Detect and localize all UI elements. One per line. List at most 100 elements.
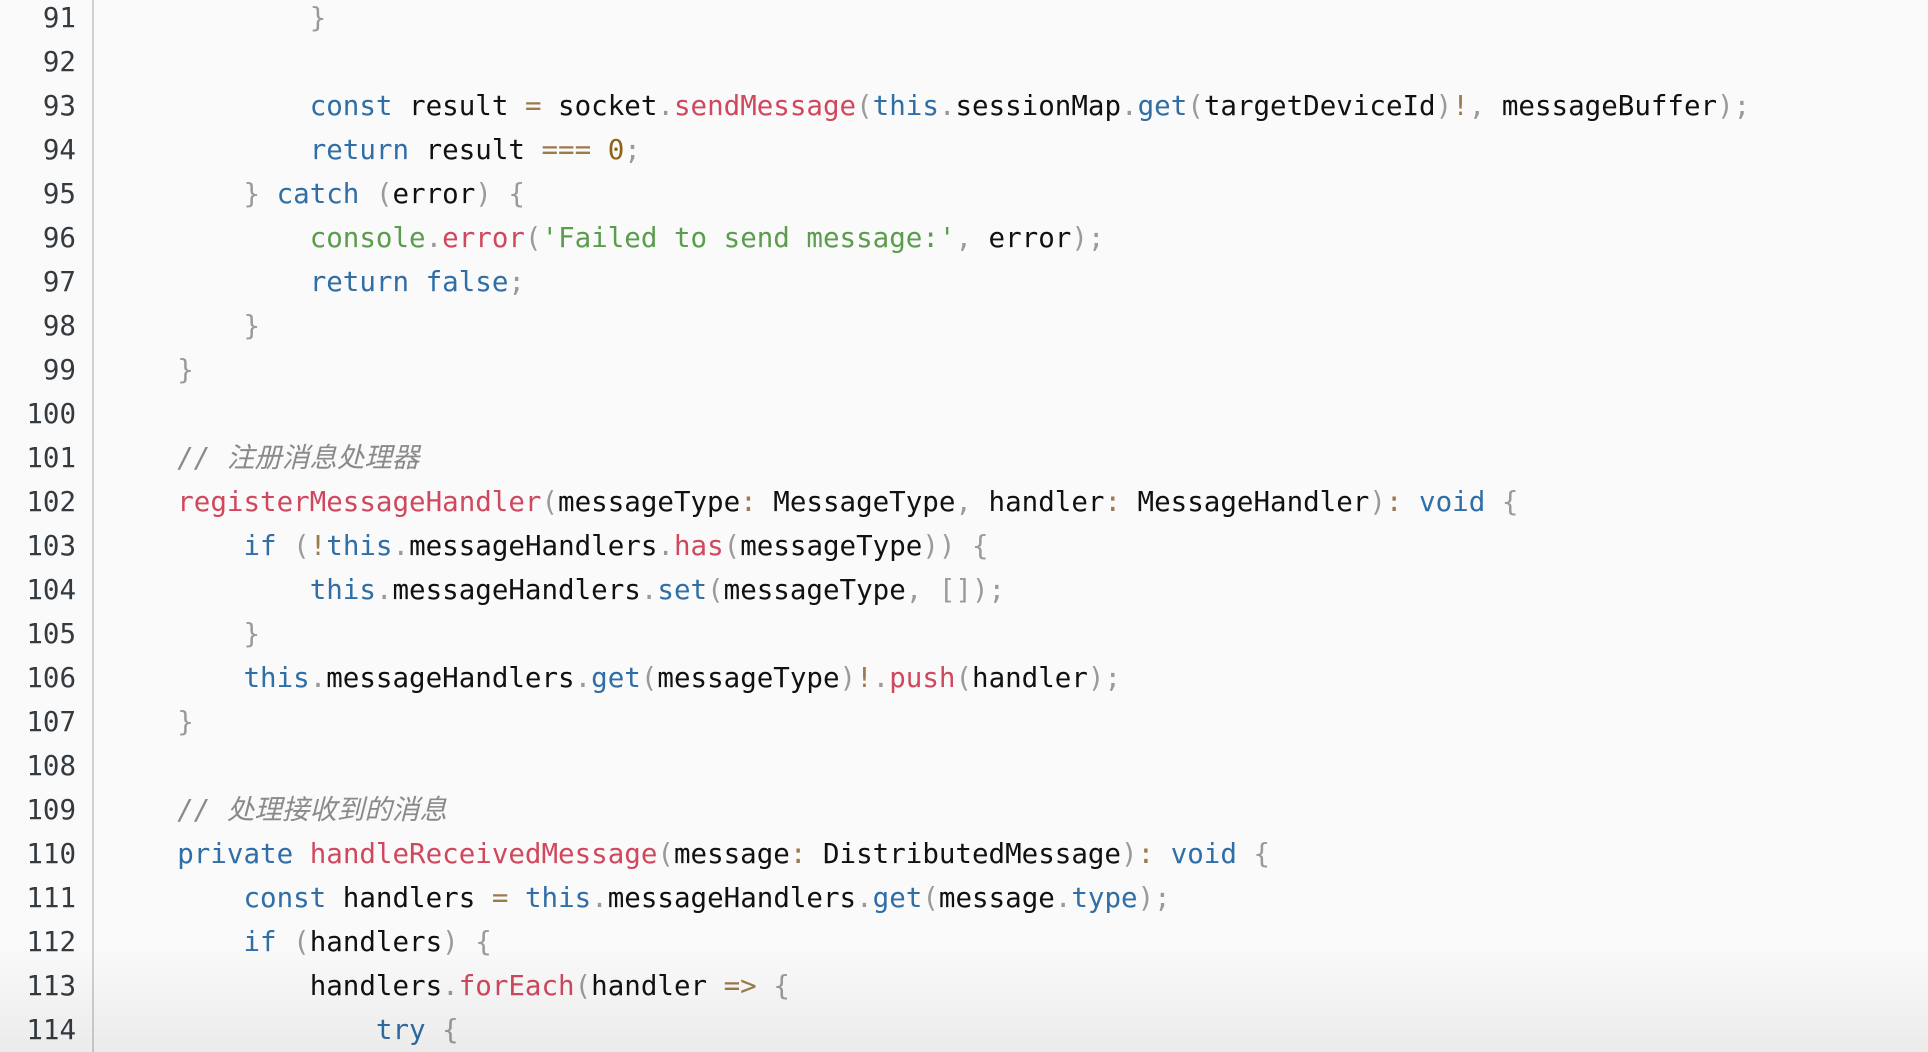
- code-token: .: [657, 530, 674, 562]
- code-token: [111, 706, 177, 738]
- line-code[interactable]: this.messageHandlers.set(messageType, []…: [111, 568, 1005, 612]
- code-token: ): [1369, 486, 1386, 518]
- code-line[interactable]: 103 if (!this.messageHandlers.has(messag…: [0, 524, 1928, 568]
- code-line[interactable]: 106 this.messageHandlers.get(messageType…: [0, 656, 1928, 700]
- code-token: .: [1121, 90, 1138, 122]
- code-token: [111, 442, 177, 474]
- code-token: [111, 486, 177, 518]
- line-code[interactable]: }: [111, 700, 194, 744]
- line-code[interactable]: console.error('Failed to send message:',…: [111, 216, 1105, 260]
- line-number: 107: [26, 706, 76, 738]
- code-token: {: [442, 1014, 459, 1046]
- code-line[interactable]: 109 // 处理接收到的消息: [0, 788, 1928, 832]
- line-code[interactable]: }: [111, 348, 194, 392]
- code-line[interactable]: 102 registerMessageHandler(messageType: …: [0, 480, 1928, 524]
- code-line[interactable]: 95 } catch (error) {: [0, 172, 1928, 216]
- code-token: ): [442, 926, 459, 958]
- code-token: .: [856, 882, 873, 914]
- code-token: ): [475, 178, 492, 210]
- code-line[interactable]: 97 return false;: [0, 260, 1928, 304]
- line-number: 114: [26, 1014, 76, 1046]
- line-code[interactable]: const result = socket.sendMessage(this.s…: [111, 84, 1751, 128]
- code-token: set: [657, 574, 708, 606]
- code-token: (: [856, 90, 873, 122]
- code-token: .: [574, 662, 592, 694]
- code-line[interactable]: 112 if (handlers) {: [0, 920, 1928, 964]
- line-code[interactable]: }: [111, 0, 327, 40]
- code-token: (: [922, 882, 939, 914]
- code-line[interactable]: 93 const result = socket.sendMessage(thi…: [0, 84, 1928, 128]
- line-code[interactable]: registerMessageHandler(messageType: Mess…: [111, 480, 1518, 524]
- code-token: [591, 134, 608, 166]
- code-token: .: [657, 90, 674, 122]
- code-token: result: [409, 134, 542, 166]
- line-code[interactable]: if (!this.messageHandlers.has(messageTyp…: [111, 524, 988, 568]
- code-token: [111, 926, 243, 958]
- code-token: , []);: [905, 574, 1006, 606]
- code-token: .: [591, 882, 608, 914]
- code-line[interactable]: 104 this.messageHandlers.set(messageType…: [0, 568, 1928, 612]
- line-code[interactable]: const handlers = this.messageHandlers.ge…: [111, 876, 1170, 920]
- code-token: [111, 310, 243, 342]
- code-line[interactable]: 105 }: [0, 612, 1928, 656]
- code-token: }: [243, 310, 261, 342]
- code-line[interactable]: 91 }: [0, 0, 1928, 40]
- code-token: catch: [276, 178, 360, 210]
- code-token: .: [309, 662, 327, 694]
- code-token: .: [375, 574, 393, 606]
- line-code[interactable]: this.messageHandlers.get(messageType)!.p…: [111, 656, 1121, 700]
- code-token: ===: [541, 134, 592, 166]
- code-line[interactable]: 99 }: [0, 348, 1928, 392]
- line-code[interactable]: // 注册消息处理器: [111, 436, 419, 480]
- code-token: }: [177, 354, 194, 386]
- line-number: 106: [26, 662, 76, 694]
- line-code[interactable]: private handleReceivedMessage(message: D…: [111, 832, 1270, 876]
- code-token: .: [872, 662, 890, 694]
- code-token: {: [475, 926, 492, 958]
- line-code[interactable]: return result === 0;: [111, 128, 641, 172]
- code-token: forEach: [458, 970, 575, 1002]
- line-code[interactable]: }: [111, 612, 260, 656]
- line-code[interactable]: if (handlers) {: [111, 920, 492, 964]
- code-token: [111, 794, 177, 826]
- line-code[interactable]: return false;: [111, 260, 525, 304]
- code-token: [1485, 486, 1502, 518]
- code-line[interactable]: 113 handlers.forEach(handler => {: [0, 964, 1928, 1008]
- gutter-divider: [92, 0, 94, 1052]
- code-token: void: [1419, 486, 1486, 518]
- code-token: ,: [955, 486, 972, 518]
- code-token: [111, 266, 310, 298]
- code-line[interactable]: 94 return result === 0;: [0, 128, 1928, 172]
- line-number: 103: [26, 530, 76, 562]
- code-line[interactable]: 111 const handlers = this.messageHandler…: [0, 876, 1928, 920]
- line-code[interactable]: }: [111, 304, 260, 348]
- line-code[interactable]: // 处理接收到的消息: [111, 788, 447, 832]
- line-code[interactable]: try {: [111, 1008, 459, 1052]
- code-token: (: [293, 926, 310, 958]
- code-line[interactable]: 107 }: [0, 700, 1928, 744]
- code-line[interactable]: 114 try {: [0, 1008, 1928, 1052]
- code-line[interactable]: 96 console.error('Failed to send message…: [0, 216, 1928, 260]
- code-token: =>: [723, 970, 757, 1002]
- code-line[interactable]: 101 // 注册消息处理器: [0, 436, 1928, 480]
- code-line[interactable]: 98 }: [0, 304, 1928, 348]
- line-code[interactable]: handlers.forEach(handler => {: [111, 964, 790, 1008]
- code-token: ): [839, 662, 857, 694]
- code-line[interactable]: 108: [0, 744, 1928, 788]
- code-token: [111, 90, 310, 122]
- code-token: has: [673, 530, 724, 562]
- code-token: push: [889, 662, 956, 694]
- code-token: (: [375, 178, 393, 210]
- code-line[interactable]: 100: [0, 392, 1928, 436]
- code-line[interactable]: 110 private handleReceivedMessage(messag…: [0, 832, 1928, 876]
- code-line[interactable]: 92: [0, 40, 1928, 84]
- code-token: ,: [1468, 90, 1486, 122]
- code-token: [111, 970, 310, 1002]
- code-token: [757, 970, 774, 1002]
- code-token: ): [1435, 90, 1453, 122]
- code-token: }: [177, 706, 194, 738]
- code-token: if: [243, 926, 277, 958]
- line-number: 93: [42, 90, 76, 122]
- line-code[interactable]: } catch (error) {: [111, 172, 525, 216]
